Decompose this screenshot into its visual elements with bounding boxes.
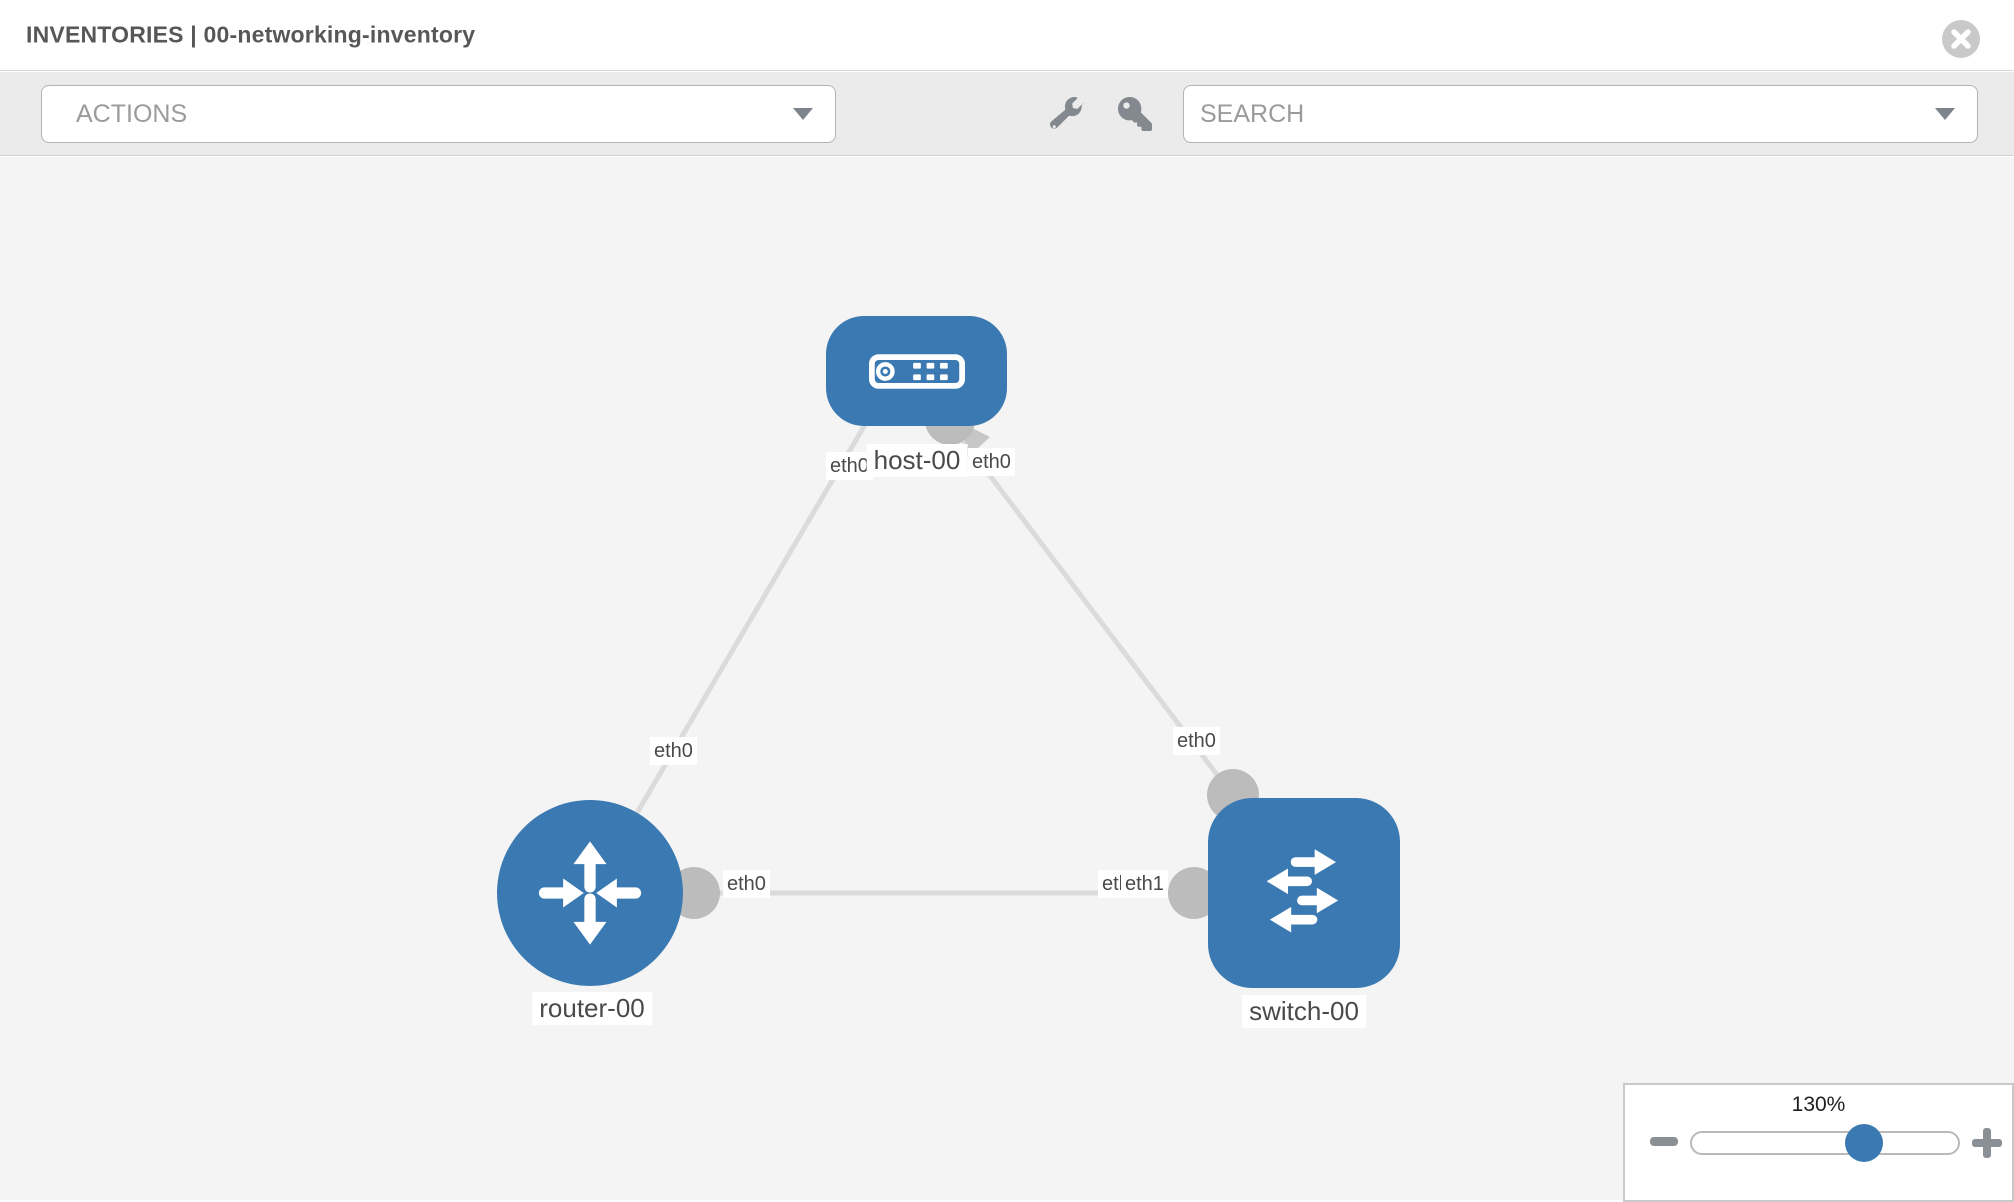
actions-dropdown[interactable]: ACTIONS — [41, 85, 836, 143]
interface-label-switch-eth0-top: eth0 — [1173, 727, 1220, 755]
interface-label-router-eth0-right: eth0 — [723, 870, 770, 898]
header: INVENTORIES | 00-networking-inventory — [0, 0, 2014, 71]
close-icon — [1951, 29, 1971, 49]
wrench-icon[interactable] — [1050, 97, 1084, 131]
search-dropdown[interactable]: SEARCH — [1183, 85, 1978, 143]
search-placeholder: SEARCH — [1200, 99, 1305, 128]
caret-down-icon — [793, 108, 813, 120]
interface-connector-switch-left — [1168, 867, 1220, 919]
zoom-slider-handle[interactable] — [1845, 1124, 1883, 1162]
interface-label-host-eth0-right: eth0 — [968, 448, 1015, 476]
interface-label-host-eth0-left: eth0 — [826, 452, 873, 480]
router-icon — [538, 841, 642, 945]
interface-label-switch-eth1: eth1 — [1121, 870, 1168, 898]
key-icon[interactable] — [1118, 97, 1152, 131]
topology-canvas[interactable]: host-00 router-00 switch-00 eth0 eth0 et… — [0, 157, 2014, 1202]
zoom-level-label: 130% — [1791, 1093, 1846, 1116]
interface-label-router-eth0-top: eth0 — [650, 737, 697, 765]
zoom-panel: 130% — [1623, 1083, 2014, 1202]
node-label-host: host-00 — [866, 444, 968, 477]
node-host-00[interactable] — [826, 316, 1007, 426]
toolbar: ACTIONS SEARCH — [0, 72, 2014, 156]
node-label-switch: switch-00 — [1242, 995, 1366, 1028]
zoom-in-plus-icon[interactable] — [1972, 1128, 2002, 1158]
actions-dropdown-label: ACTIONS — [76, 99, 188, 128]
zoom-out-minus-icon[interactable] — [1650, 1137, 1678, 1146]
page-title: INVENTORIES | 00-networking-inventory — [26, 21, 476, 48]
zoom-slider-track[interactable] — [1690, 1131, 1960, 1155]
caret-down-icon — [1935, 108, 1955, 120]
node-switch-00[interactable] — [1208, 798, 1400, 988]
node-label-router: router-00 — [532, 992, 652, 1025]
host-icon — [868, 353, 965, 389]
link-host-switch[interactable] — [948, 421, 1264, 836]
close-button[interactable] — [1942, 20, 1980, 58]
switch-icon — [1266, 849, 1339, 933]
node-router-00[interactable] — [497, 800, 683, 986]
topology-graph — [587, 395, 1304, 919]
